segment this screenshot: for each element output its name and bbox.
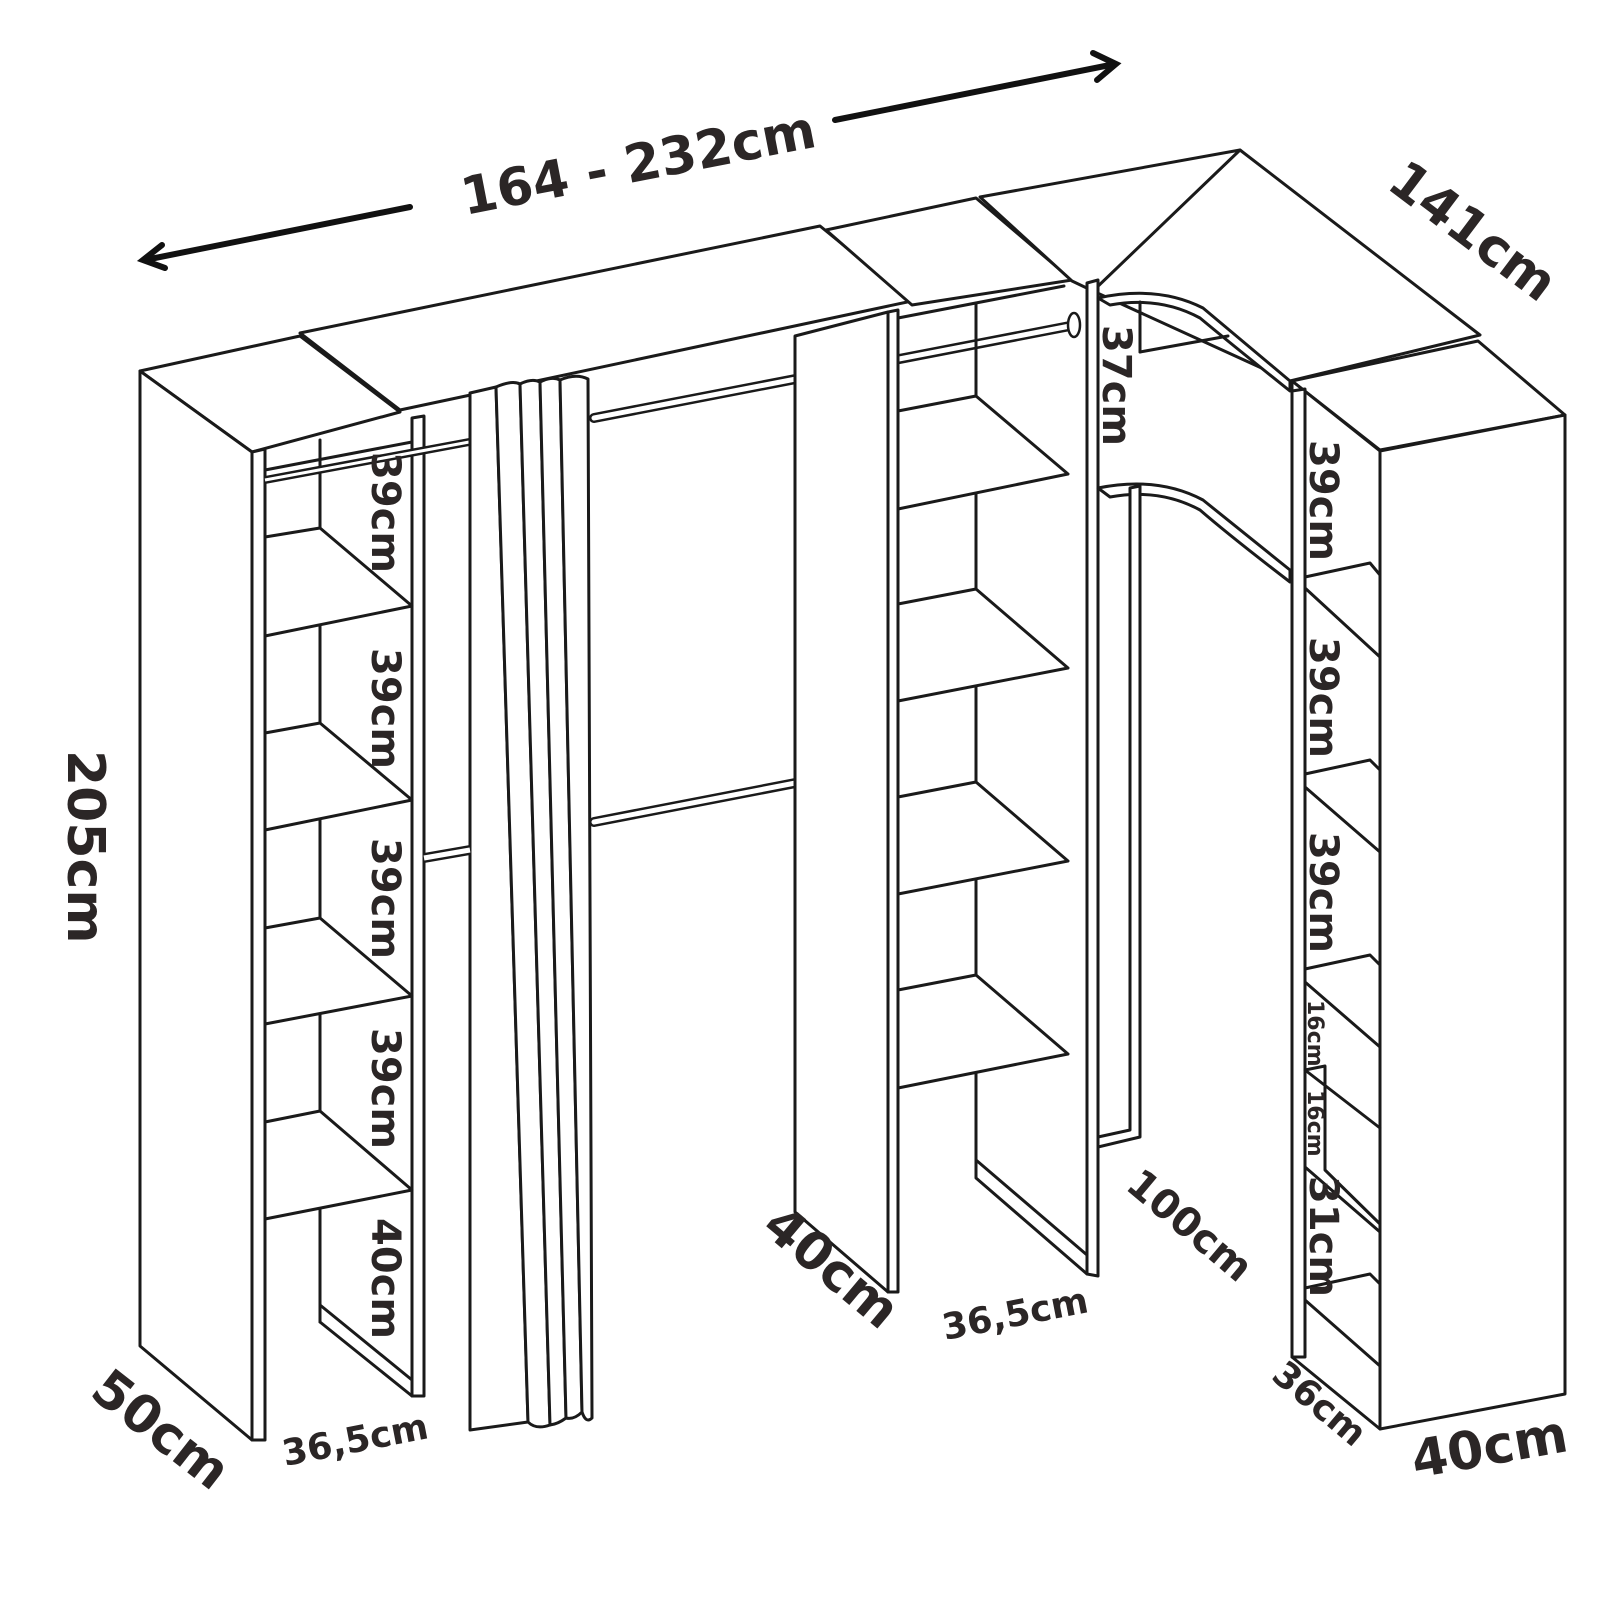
corner-shelf-unit — [1096, 291, 1292, 1149]
center-shelf-width-label: 36,5cm — [939, 1280, 1092, 1348]
curtain — [468, 374, 594, 1432]
left-shelf-height-5: 40cm — [362, 1218, 408, 1339]
width-label: 164 - 232cm — [456, 100, 821, 228]
center-shelf-unit — [793, 278, 1100, 1294]
top-panels — [138, 148, 1567, 454]
corner-top-label: 37cm — [1093, 325, 1139, 446]
right-shelf-height-5: 16cm — [1302, 1090, 1327, 1157]
right-shelf-height-6: 31cm — [1300, 1176, 1346, 1297]
right-shelf-height-2: 39cm — [1300, 637, 1346, 758]
left-shelf-height-3: 39cm — [362, 838, 408, 959]
right-shelf-height-3: 39cm — [1300, 832, 1346, 953]
height-label: 205cm — [55, 750, 115, 944]
width-arrow — [136, 50, 1122, 271]
shelf-width-left-label: 36,5cm — [279, 1406, 432, 1474]
right-shelf-height-4: 16cm — [1302, 1000, 1327, 1067]
right-shelf-height-1: 39cm — [1300, 440, 1346, 561]
left-shelf-unit — [138, 369, 489, 1442]
right-shelf-unit — [1290, 379, 1567, 1431]
left-shelf-height-4: 39cm — [362, 1028, 408, 1149]
left-shelf-height-1: 39cm — [362, 452, 408, 573]
corner-width-label: 100cm — [1118, 1160, 1262, 1291]
left-shelf-height-2: 39cm — [362, 648, 408, 769]
